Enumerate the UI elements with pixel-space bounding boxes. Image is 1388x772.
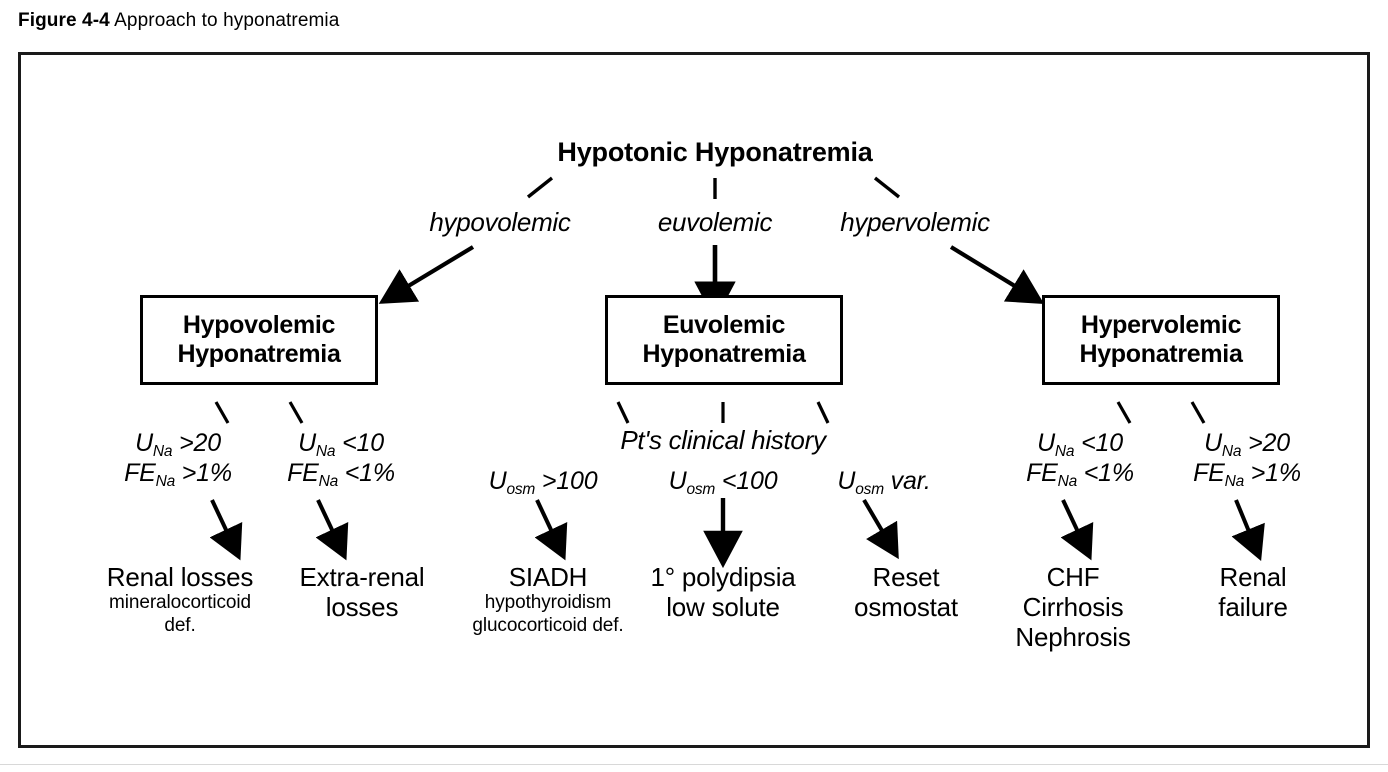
category-box-euvolemic-line1: Euvolemic: [662, 310, 786, 339]
criteria-euvolemic-left: Uosm >100: [488, 466, 598, 498]
criteria-euvolemic-right: Uosm var.: [837, 466, 931, 498]
outcome-renal-failure-line2: failure: [1218, 592, 1288, 623]
outcome-reset-osmostat-line1: Reset: [872, 562, 940, 592]
category-box-hypovolemic-hyponatremia: Hypovolemic Hyponatremia: [140, 295, 378, 385]
figure-number: Figure 4-4: [18, 10, 110, 31]
outcome-siadh: SIADH hypothyroidism glucocorticoid def.: [472, 562, 623, 638]
criteria-euvolemic-middle: Uosm <100: [668, 466, 778, 498]
outcome-primary-polydipsia-line1: 1° polydipsia: [650, 562, 796, 592]
outcome-renal-losses-sub2: def.: [164, 614, 196, 636]
criteria-hypervolemic-left-line2: FENa <1%: [1026, 459, 1134, 490]
criteria-hypervolemic-left-line1: UNa <10: [1037, 429, 1123, 460]
outcome-siadh-sub2: glucocorticoid def.: [472, 614, 624, 636]
outcome-cirrhosis: Cirrhosis: [1022, 592, 1124, 623]
figure-title: Approach to hyponatremia: [114, 10, 340, 31]
outcome-renal-losses-sub1: mineralocorticoid: [109, 592, 251, 614]
edge-label-hypervolemic: hypervolemic: [840, 207, 990, 237]
page-footer-rule: [0, 764, 1388, 765]
criteria-hypervolemic-left: UNa <10 FENa <1%: [1026, 428, 1134, 490]
criteria-hypovolemic-left: UNa >20 FENa >1%: [124, 428, 232, 490]
criteria-hypovolemic-right: UNa <10 FENa <1%: [287, 428, 395, 490]
outcome-chf: CHF: [1046, 562, 1100, 592]
outcome-extra-renal-losses-line1: Extra-renal: [299, 562, 425, 592]
criteria-euvolemic-left-line1: Uosm >100: [488, 467, 598, 498]
outcome-reset-osmostat: Reset osmostat: [854, 562, 958, 622]
category-box-hypervolemic-line2: Hyponatremia: [1079, 340, 1243, 368]
root-node-hypotonic-hyponatremia: Hypotonic Hyponatremia: [557, 137, 873, 167]
figure-caption: Figure 4-4 Approach to hyponatremia: [18, 10, 339, 32]
outcome-primary-polydipsia-line2: low solute: [666, 592, 780, 623]
criteria-hypovolemic-left-line2: FENa >1%: [124, 459, 232, 490]
outcome-renal-losses: Renal losses mineralocorticoid def.: [106, 562, 254, 638]
outcome-renal-losses-main: Renal losses: [106, 562, 254, 592]
criteria-hypervolemic-right-line2: FENa >1%: [1193, 459, 1301, 490]
edge-label-euvolemic: euvolemic: [657, 207, 773, 237]
criteria-hypervolemic-right-line1: UNa >20: [1204, 429, 1290, 460]
outcome-nephrosis: Nephrosis: [1015, 622, 1131, 653]
category-box-hypervolemic-hyponatremia: Hypervolemic Hyponatremia: [1042, 295, 1280, 385]
outcome-siadh-sub1: hypothyroidism: [484, 592, 612, 614]
criteria-euvolemic-right-line1: Uosm var.: [837, 467, 931, 498]
figure-border: [18, 52, 1370, 748]
outcome-reset-osmostat-line2: osmostat: [854, 592, 958, 623]
edge-label-hypovolemic: hypovolemic: [429, 207, 571, 237]
criteria-hypovolemic-left-line1: UNa >20: [135, 429, 221, 460]
outcome-renal-failure-line1: Renal: [1219, 562, 1287, 592]
criteria-hypovolemic-right-line2: FENa <1%: [287, 459, 395, 490]
category-box-hypovolemic-line2: Hyponatremia: [177, 340, 341, 368]
outcome-extra-renal-losses: Extra-renal losses: [300, 562, 425, 622]
outcome-renal-failure: Renal failure: [1218, 562, 1288, 623]
euvolemic-history-label: Pt's clinical history: [620, 425, 826, 455]
category-box-euvolemic-hyponatremia: Euvolemic Hyponatremia: [605, 295, 843, 385]
category-box-euvolemic-line2: Hyponatremia: [642, 340, 806, 368]
category-box-hypervolemic-line1: Hypervolemic: [1080, 310, 1242, 339]
outcome-siadh-main: SIADH: [508, 562, 588, 592]
outcome-chf-cirrhosis-nephrosis: CHF Cirrhosis Nephrosis: [1015, 562, 1130, 652]
outcome-extra-renal-losses-line2: losses: [325, 592, 399, 623]
outcome-primary-polydipsia: 1° polydipsia low solute: [650, 562, 795, 622]
criteria-hypervolemic-right: UNa >20 FENa >1%: [1193, 428, 1301, 490]
category-box-hypovolemic-line1: Hypovolemic: [182, 310, 336, 339]
criteria-euvolemic-middle-line1: Uosm <100: [668, 467, 778, 498]
criteria-hypovolemic-right-line1: UNa <10: [298, 429, 384, 460]
